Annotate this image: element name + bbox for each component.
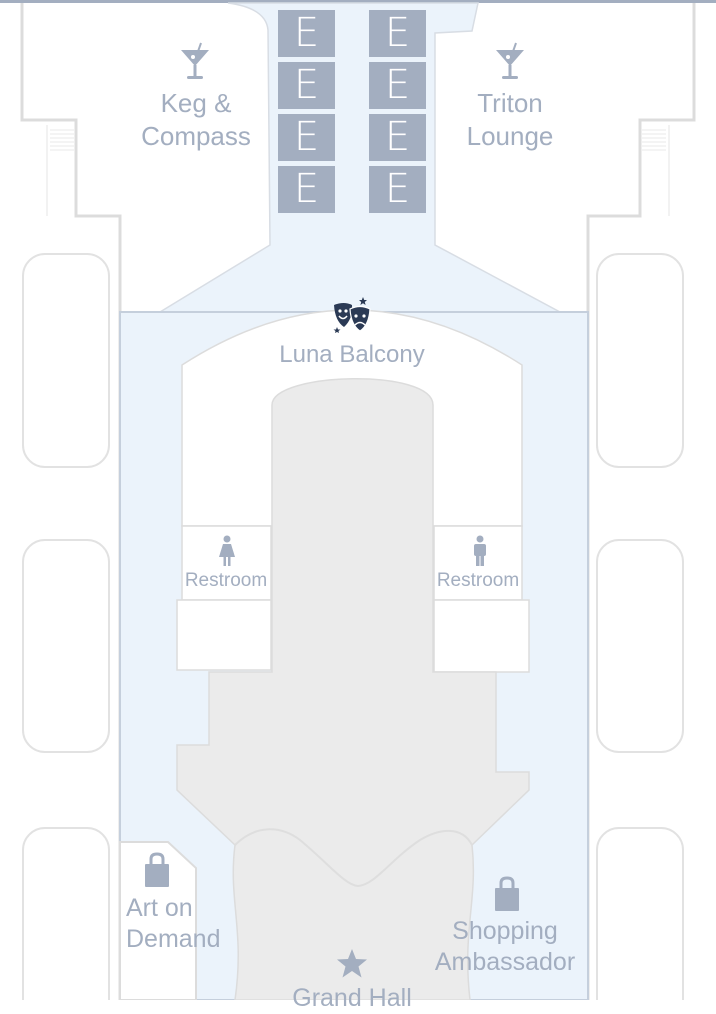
label-line: Art on [126, 894, 193, 922]
martini-icon [181, 42, 209, 79]
elevator: E [278, 114, 335, 161]
label-line: Keg & [160, 88, 232, 118]
art-on-demand-area [119, 841, 197, 1000]
men-icon [474, 535, 486, 566]
label-line: Demand [126, 925, 221, 954]
martini-icon [496, 42, 524, 79]
label-line: Ambassador [434, 948, 576, 977]
theater-masks-icon [333, 297, 371, 333]
label-line: Compass [141, 120, 251, 151]
restroom-right-label[interactable]: Restroom [436, 570, 520, 591]
star-icon [337, 949, 367, 978]
women-icon [219, 535, 235, 566]
label-line: Triton [477, 88, 543, 118]
elevator: E [278, 10, 335, 57]
grand-hall-area [176, 378, 530, 1000]
elevator: E [369, 114, 426, 161]
elevator: E [278, 166, 335, 213]
shopping-bag-icon [495, 876, 519, 911]
art-on-demand-label[interactable]: Art on Demand [126, 893, 236, 956]
shopping-bag-icon [145, 852, 169, 887]
label-line: Lounge [466, 120, 554, 151]
grand-hall-label[interactable]: Grand Hall [292, 984, 412, 1012]
elevator: E [278, 62, 335, 109]
keg-compass-label[interactable]: Keg & Compass [126, 87, 266, 152]
luna-balcony-label[interactable]: Luna Balcony [279, 341, 425, 368]
shopping-ambassador-label[interactable]: Shopping Ambassador [425, 916, 585, 979]
elevator: E [369, 166, 426, 213]
elevator: E [369, 10, 426, 57]
label-line: Shopping [452, 917, 558, 945]
top-border [0, 0, 716, 3]
triton-lounge-label[interactable]: Triton Lounge [440, 87, 580, 152]
elevator: E [369, 62, 426, 109]
lifeboats [22, 253, 684, 1000]
restroom-left-label[interactable]: Restroom [184, 570, 268, 591]
